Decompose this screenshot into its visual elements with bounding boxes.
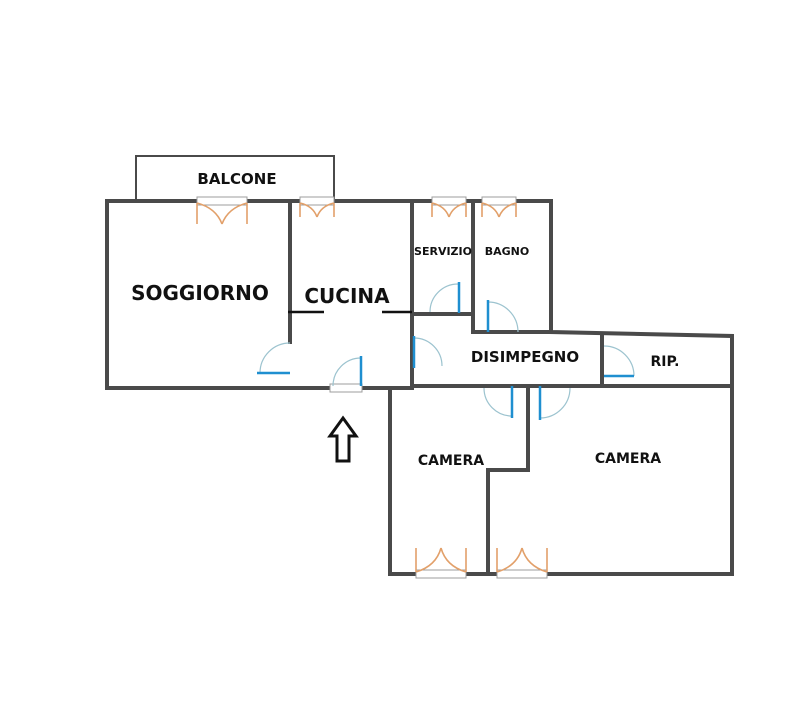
up-arrow-icon — [327, 415, 359, 463]
label-ripostiglio: RIP. — [651, 354, 680, 370]
label-camera-left: CAMERA — [418, 453, 484, 469]
door-bagno — [486, 300, 519, 333]
door-camera-right — [538, 386, 571, 420]
window-camera-right — [496, 547, 548, 579]
label-soggiorno: SOGGIORNO — [131, 281, 269, 305]
label-servizio: SERVIZIO — [414, 245, 472, 258]
door-servizio — [429, 282, 461, 313]
window-soggiorno — [196, 196, 248, 225]
label-bagno: BAGNO — [485, 245, 529, 258]
label-disimpegno: DISIMPEGNO — [471, 348, 579, 366]
window-bagno — [481, 196, 517, 218]
interior-walls — [288, 199, 604, 576]
door-soggiorno — [257, 342, 291, 375]
door-camera-left — [483, 386, 514, 418]
window-cucina — [299, 196, 335, 218]
window-camera-left — [415, 547, 467, 579]
window-servizio — [431, 196, 467, 218]
door-ripostiglio — [603, 345, 635, 378]
label-camera-right: CAMERA — [595, 451, 661, 467]
label-cucina: CUCINA — [304, 284, 390, 308]
door-disimpegno — [412, 336, 443, 368]
door-entrance — [329, 356, 363, 393]
label-balcone: BALCONE — [197, 170, 276, 188]
